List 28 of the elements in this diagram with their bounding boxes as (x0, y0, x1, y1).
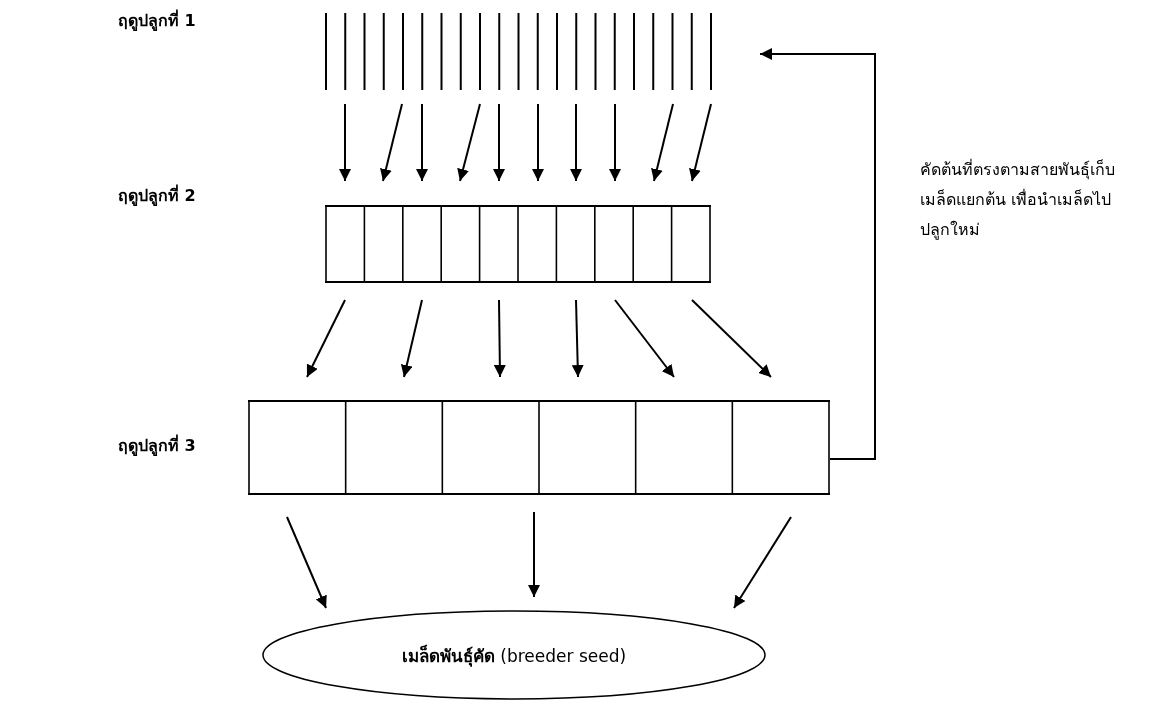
arrow (759, 48, 876, 460)
plant-row (325, 13, 712, 90)
season-label: ฤดูปลูกที่ 3 (118, 433, 196, 458)
arrow (493, 103, 505, 182)
arrow (416, 103, 428, 182)
arrow (339, 103, 351, 182)
plot-strip (325, 205, 711, 283)
arrow (286, 516, 327, 609)
arrow (651, 103, 674, 182)
season-label: ฤดูปลูกที่ 1 (118, 8, 196, 33)
arrow (689, 103, 712, 182)
arrow (400, 299, 423, 378)
arrow (528, 511, 540, 598)
arrow (571, 299, 584, 378)
node-text: เมล็ดพันธุ์คัด (breeder seed) (401, 643, 627, 669)
arrow (306, 299, 346, 378)
arrow (457, 103, 481, 182)
plot-strip (248, 400, 830, 495)
seed-oval (262, 610, 766, 700)
arrow (691, 299, 772, 378)
arrow (609, 103, 621, 182)
arrow (614, 299, 675, 378)
arrow (380, 103, 403, 182)
arrow (532, 103, 544, 182)
arrow (570, 103, 582, 182)
arrow (733, 516, 792, 609)
arrow (493, 299, 506, 378)
season-label: ฤดูปลูกที่ 2 (118, 183, 196, 208)
